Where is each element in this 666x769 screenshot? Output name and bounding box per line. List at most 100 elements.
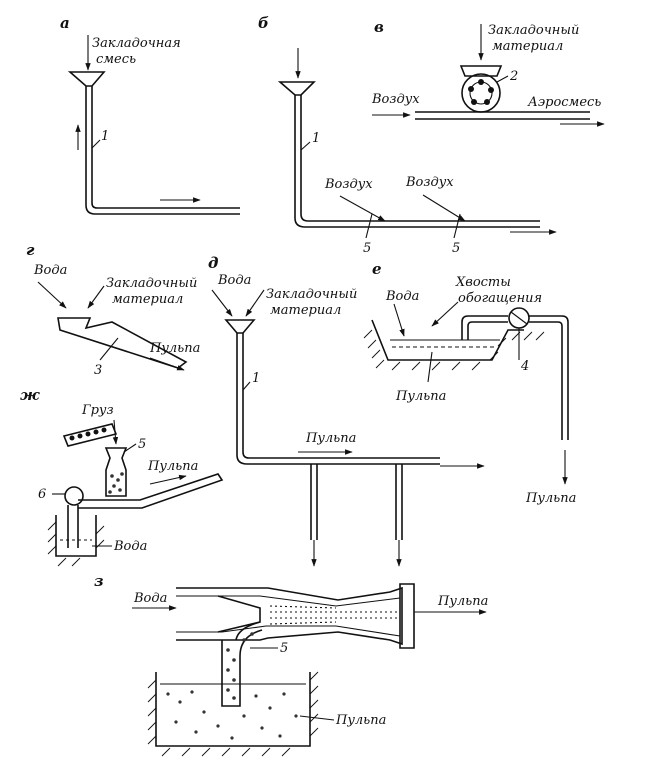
panel-b-leader-1 [300,141,311,151]
panel-d-mat-1: Закладочный [266,287,357,302]
panel-g-pulp: Пульпа [149,341,200,356]
panel-a-mix-label-2: смесь [96,52,136,67]
panel-d: д Вода Закладочный материал 1 Пульпа [208,254,485,567]
panel-zh-suction [67,505,79,548]
panel-zh-load: Груз [81,403,114,418]
panel-v: в Закладочный материал 2 Воздух Аэросмес… [371,18,605,127]
panel-zh-conveyor-load [69,427,107,441]
panel-v-rotor-dot-1 [478,79,484,85]
panel-z-pulp-tank: Пульпа [335,713,386,728]
panel-z-ejector-inner [176,595,401,637]
panel-v-rotor-dot-4 [471,99,477,105]
panel-b-num-5a: 5 [363,241,371,256]
panel-d-water-arrow [211,289,233,317]
panel-g: г Вода Закладочный материал Пульпа 3 [26,241,200,378]
panel-d-branch-1 [310,464,318,540]
panel-v-letter: в [374,18,384,36]
panel-g-leader-3 [99,337,119,361]
panel-zh-water: Вода [113,539,147,554]
panel-z-pulp-leader [299,715,335,721]
panel-z-flange [399,583,415,649]
panel-b-air-arrow-1 [339,195,386,222]
panel-a-num-1: 1 [101,129,109,144]
panel-g-mat-1: Закладочный [106,276,197,291]
panel-b-leader-5b [453,213,461,239]
panel-z-tank-fill [166,690,298,740]
panel-z-tank [155,672,311,747]
panel-v-num-2: 2 [509,69,518,84]
panel-zh-conveyor [62,423,118,447]
panel-e-pulp-inner: Пульпа [395,389,446,404]
panel-zh-leader-5 [123,443,137,453]
panel-e-suction-pipe-inner [467,321,508,340]
panel-d-mat-arrow [245,289,265,317]
panel-v-mat-2: материал [492,39,563,54]
panel-e-pulp-leader [427,351,433,383]
panel-z-pulp-out: Пульпа [437,594,488,609]
panel-d-pipe-inner [242,333,440,459]
panel-z-suction-inner [235,621,261,641]
panel-a-leader-1 [91,139,101,149]
panel-d-letter: д [208,254,218,272]
panel-e-letter: е [372,260,382,278]
panel-zh-sump-hatch [47,521,105,567]
panel-g-water-arrow [37,281,67,309]
panel-e-tails-1: Хвосты [455,275,511,290]
panel-e-tails-arrow [431,301,459,327]
panel-v-air: Воздух [371,92,420,107]
panel-e-tails-2: обогащения [458,291,542,306]
panel-b-pipe-outer [294,95,540,228]
panel-b-num-5b: 5 [452,241,460,256]
panel-e-ground-hatch [363,329,545,371]
panel-v-rotor-dot-3 [484,99,490,105]
panel-d-water: Вода [217,273,251,288]
panel-b-leader-5a [365,213,373,239]
panel-d-num-1: 1 [252,371,260,386]
panel-b-air-arrow-2 [422,194,466,222]
panel-g-num-3: 3 [94,363,102,378]
panel-zh-chamber-fill [108,472,124,494]
panel-g-letter: г [26,241,35,259]
panel-z-water: Вода [133,591,167,606]
panel-z-ejector-outer [176,586,403,646]
panel-e-num-4: 4 [520,359,529,374]
panel-z-tank-hatch [147,671,319,757]
panel-z-letter: з [94,572,104,590]
panel-z-suction-fill [226,632,254,700]
panel-g-mat-2: материал [112,292,183,307]
panel-zh-num-6: 6 [38,487,46,502]
panel-zh-letter: ж [20,386,40,404]
panel-zh-load-arrow [112,419,119,445]
panel-z-flow-lines [269,605,400,625]
panel-b: б 1 Воздух Воздух 5 5 [258,14,557,256]
panel-e: е Вода Хвосты обогащения 4 Пульпа Пульпа [363,260,576,506]
panel-b-letter: б [258,14,269,32]
panel-d-mat-2: материал [270,303,341,318]
panel-g-mat-arrow [87,285,105,309]
panel-e-suction-pipe [461,315,508,340]
panel-g-water: Вода [33,263,67,278]
panel-a-letter: а [60,14,70,32]
panel-g-trough [57,317,188,369]
panel-e-discharge-pipe [529,315,569,440]
panel-b-funnel [277,81,316,96]
panel-e-water-arrow [393,303,405,337]
panel-a: а Закладочная смесь 1 [60,14,240,215]
panel-zh-pump [64,486,84,506]
panel-e-water: Вода [385,289,419,304]
panel-a-pipe-outer [85,86,240,215]
panel-zh-chamber [104,447,128,497]
panel-e-pulp-out: Пульпа [525,491,576,506]
panel-g-pulp-arrow [149,357,185,371]
panel-b-pipe-inner [300,95,540,222]
panel-zh: ж Груз 5 Пульпа 6 Вода [20,386,224,567]
panel-v-mat-1: Закладочный [488,23,579,38]
panel-v-hopper [459,65,503,77]
panel-b-air-2: Воздух [405,175,454,190]
panel-d-pulp: Пульпа [305,431,356,446]
panel-d-funnel [224,319,256,334]
panel-zh-pipe [78,473,224,509]
panel-d-leader-1 [242,381,251,391]
panel-a-mix-label-1: Закладочная [92,36,181,51]
